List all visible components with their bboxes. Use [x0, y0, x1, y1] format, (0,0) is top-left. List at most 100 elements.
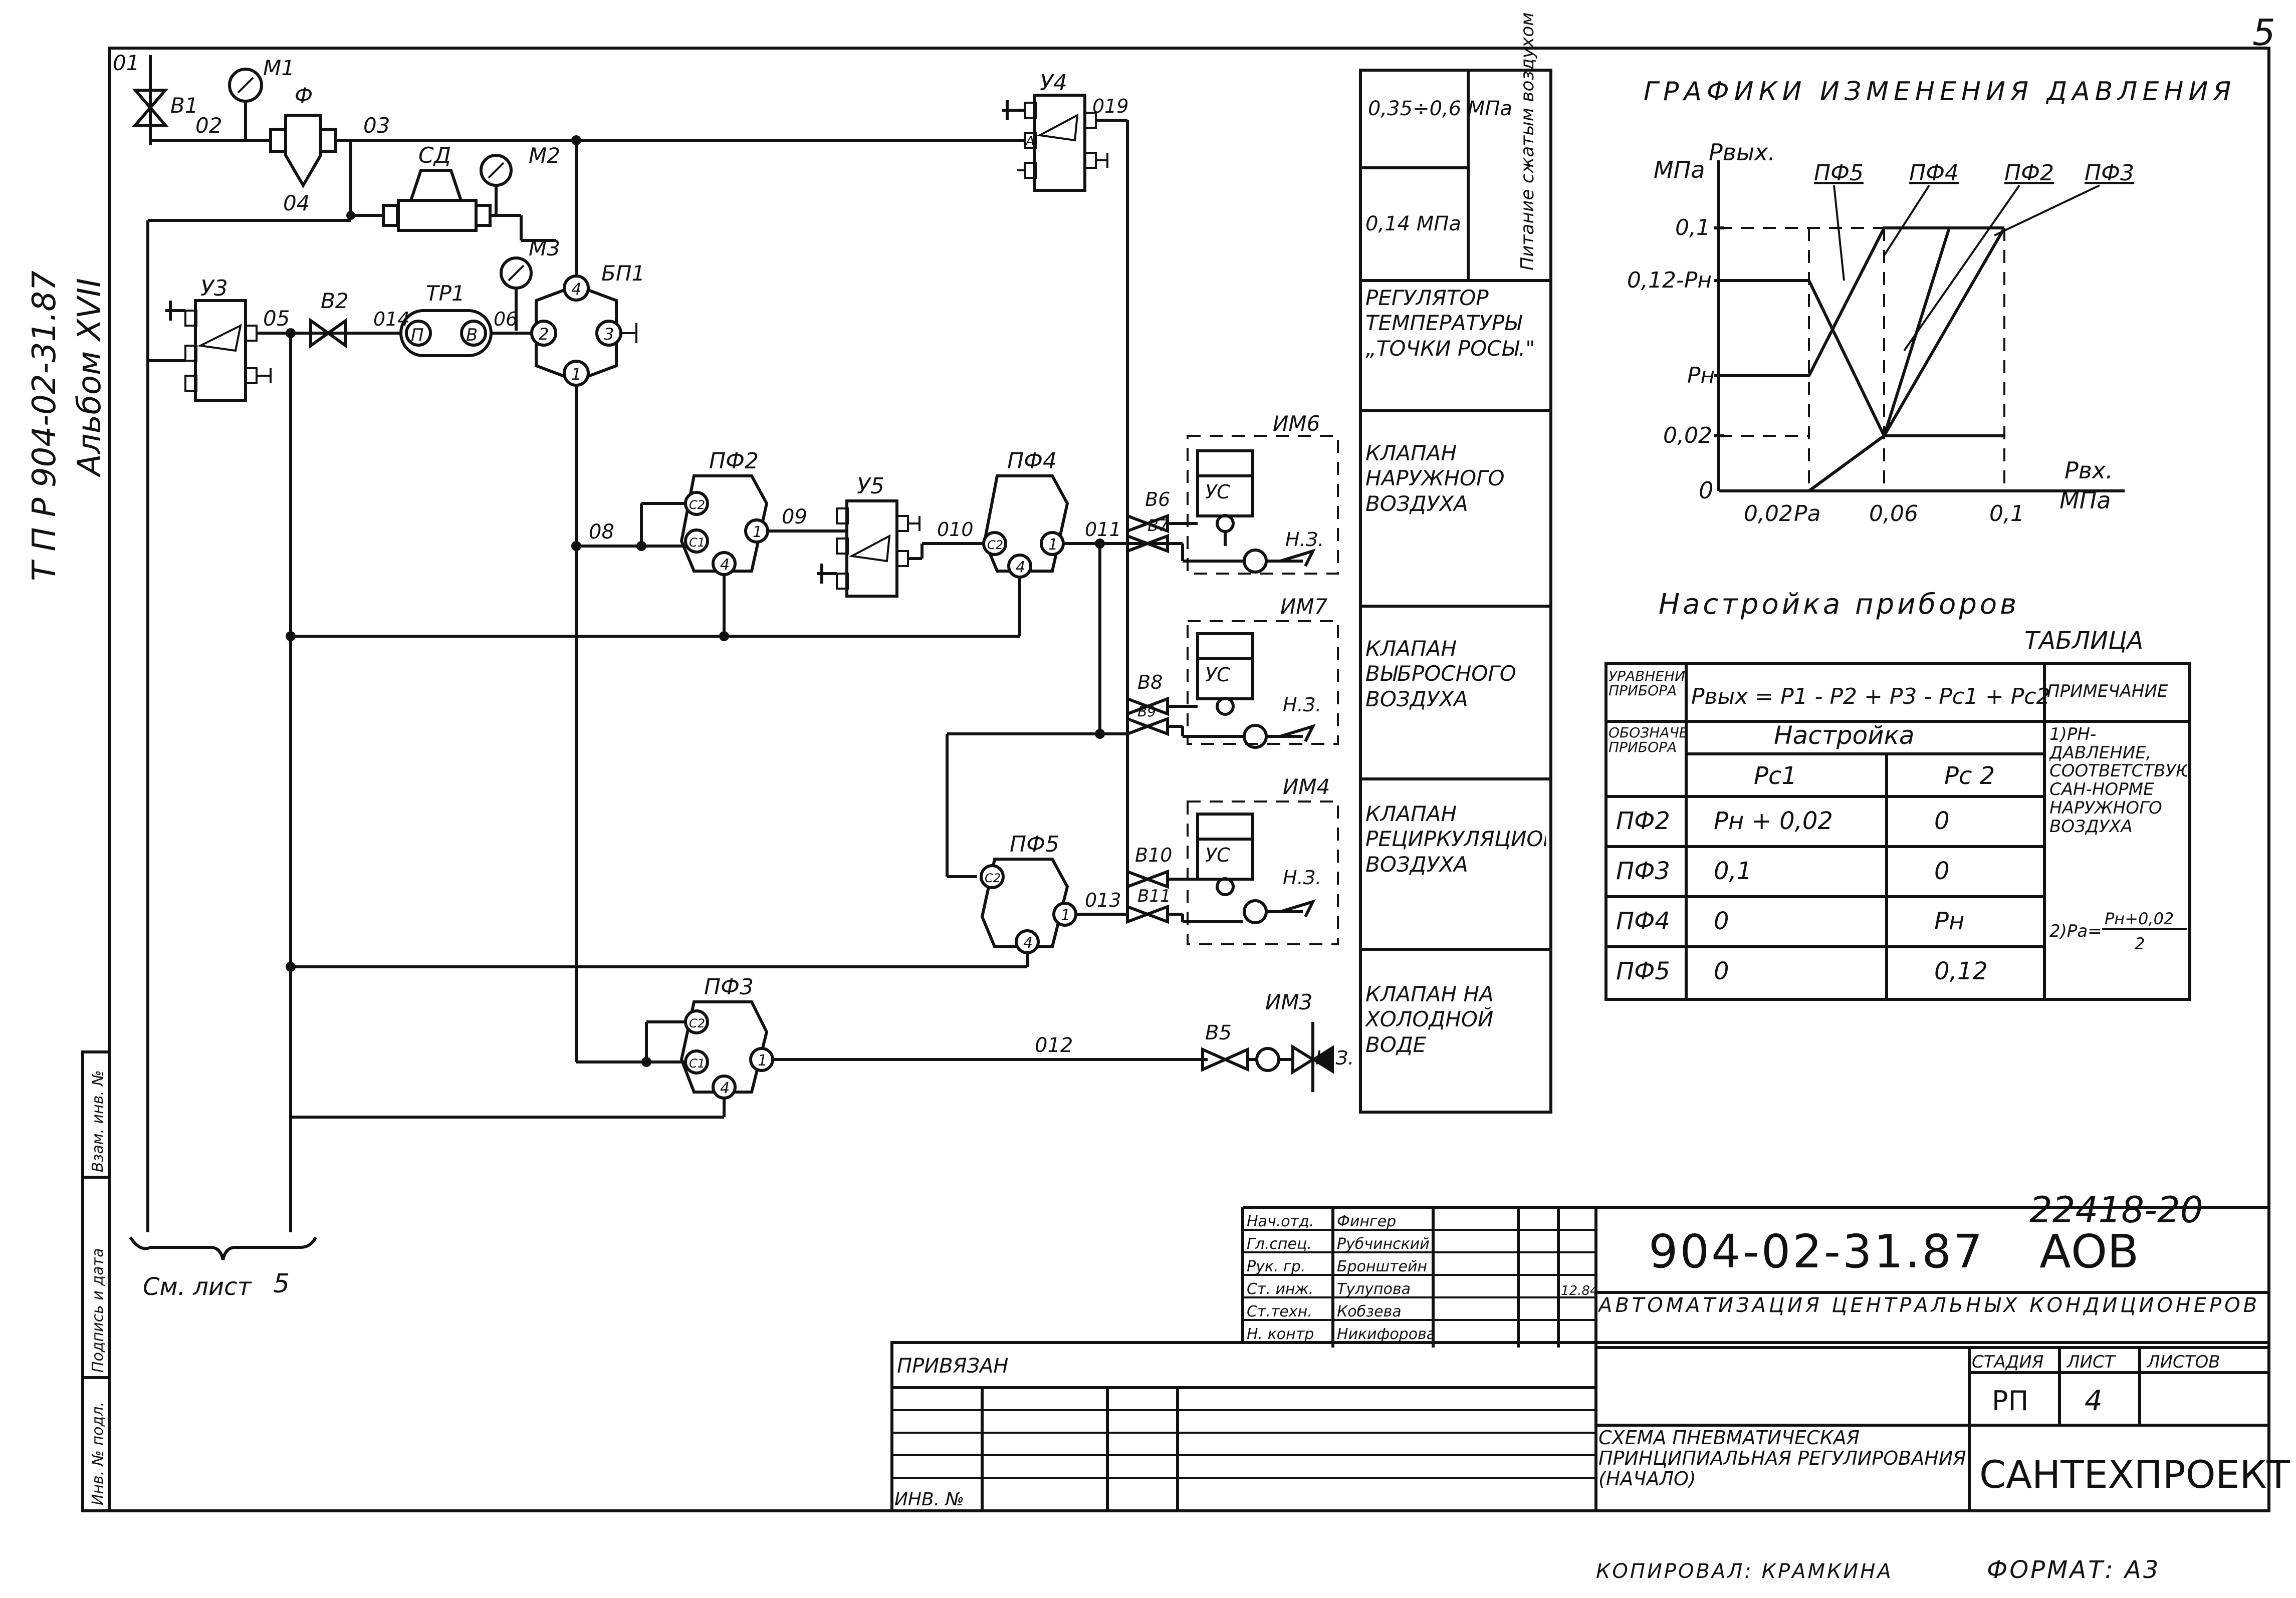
pf2-port1: 1: [753, 523, 762, 541]
tb-org: САНТЕХПРОЕКТ: [1979, 1452, 2290, 1497]
line-09-label: 09: [782, 505, 807, 528]
title-block: 22418-20 Нач.отд.ФингерГл.спец.Рубчински…: [890, 1189, 2290, 1512]
bus-brace: [129, 1236, 317, 1260]
table-row-pc1-1: 0,1: [1714, 857, 1752, 885]
line-03-label: 03: [363, 113, 390, 138]
tb-stage: РП: [1992, 1385, 2028, 1417]
tb-sheets-header: Листов: [2146, 1352, 2220, 1372]
stamp-line1: Т П Р 904-02-31.87: [26, 271, 63, 581]
relay-pf3-icon: [679, 1000, 769, 1094]
im4-label: ИМ4: [1283, 774, 1330, 799]
im4-nz-label: Н.З.: [1283, 867, 1321, 889]
graph-leader-0: [1833, 185, 1845, 281]
stamp-line2: Альбом XVII: [71, 278, 108, 478]
graph-y-tick-3: 0,02: [1663, 423, 1712, 448]
legend-row-recirc: Клапан рециркуляционного воздуха: [1365, 802, 1546, 877]
tb-role-1: Гл.спец.: [1247, 1235, 1312, 1253]
bp1-port3: 3: [604, 325, 614, 344]
b5-label: В5: [1205, 1021, 1232, 1044]
pf2-port4: 4: [720, 556, 730, 574]
im6-us-label: УС: [1205, 481, 1230, 503]
graph-series-2: [1719, 226, 2004, 377]
table-row-device-2: ПФ4: [1616, 907, 1670, 935]
table-row-pc1-0: Рн + 0,02: [1714, 807, 1833, 835]
tb-role-4: Ст.техн.: [1247, 1303, 1312, 1320]
pf3-port-c2: С2: [689, 1016, 705, 1030]
tb-role-2: Рук. гр.: [1247, 1258, 1305, 1275]
valve-b10-icon: [1126, 869, 1169, 889]
th-pc2: Рс 2: [1944, 762, 1995, 790]
y4-label: У4: [1040, 70, 1067, 96]
line-012-label: 012: [1035, 1034, 1073, 1057]
im4-us-label: УС: [1205, 844, 1230, 866]
im3-nz-label: Н.З.: [1315, 1047, 1354, 1069]
pf5-label: ПФ5: [1010, 832, 1059, 857]
b2-label: В2: [321, 289, 349, 313]
equation: Рвых = Р1 - Р2 + Р3 - Рс1 + Рс2: [1691, 684, 2050, 709]
valve-b9-icon: [1126, 716, 1169, 736]
line-08-label: 08: [589, 520, 614, 544]
line-010-label: 010: [937, 518, 974, 541]
graph-series-label-1: ПФ4: [1909, 160, 1959, 186]
tb-suffix: АОВ: [2039, 1225, 2139, 1278]
relay-pf2-icon: [679, 474, 769, 573]
tb-date: 12.84: [1561, 1283, 1598, 1298]
stabilizer-sd-icon: [397, 169, 478, 232]
tb-code: 904-02-31.87: [1649, 1225, 1984, 1278]
v1-label: В1: [170, 93, 198, 118]
pf4-port-c2: С2: [987, 538, 1003, 552]
line-05-label: 05: [263, 306, 290, 331]
th-note: Примечание: [2047, 681, 2168, 701]
im3-label: ИМ3: [1265, 990, 1312, 1014]
table-row-device-1: ПФ3: [1616, 857, 1670, 885]
tb-attached: Привязан: [897, 1355, 1008, 1378]
graph-x-tick-0: 0: [1699, 477, 1713, 504]
tp1-port-p: П: [411, 325, 424, 345]
th-setting: Настройка: [1774, 721, 1915, 750]
tb-role-0: Нач.отд.: [1247, 1213, 1314, 1230]
legend-row-exhaust: Клапан выбросного воздуха: [1365, 636, 1516, 711]
m1-label: М1: [263, 56, 295, 80]
footer-format: Формат: А3: [1987, 1556, 2160, 1584]
graph-leader-3: [1994, 184, 2100, 236]
y4-port-a: А: [1025, 134, 1035, 149]
b10-label: В10: [1135, 844, 1172, 866]
valve-b2-icon: [309, 318, 347, 349]
line-011-label: 011: [1085, 518, 1121, 541]
note2-den: 2: [2135, 934, 2145, 953]
table-row-device-3: ПФ5: [1616, 957, 1670, 985]
m2-label: М2: [529, 143, 560, 168]
actuator-im4-frame: [1187, 801, 1339, 945]
im6-nz-label: Н.З.: [1285, 528, 1324, 551]
graph-leader-1: [1883, 184, 1930, 256]
b11-label: В11: [1137, 886, 1171, 906]
sd-label: СД: [418, 143, 451, 168]
graph-series-0: [1719, 279, 2004, 437]
table-row-pc2-0: 0: [1934, 807, 1950, 835]
tb-name-4: Кобзева: [1337, 1303, 1402, 1320]
tb-role-5: Н. контр: [1247, 1325, 1314, 1343]
pf3-port-c1: С1: [689, 1056, 705, 1071]
tb-sheet: 4: [2085, 1385, 2103, 1417]
tb-sheet-title: Схема пневматическая принципиальная регу…: [1598, 1428, 1966, 1490]
m3-label: М3: [529, 236, 560, 260]
tb-name-2: Бронштейн: [1337, 1258, 1427, 1275]
y3-label: У3: [200, 276, 228, 301]
graph-x-tick-1: 0,02: [1744, 501, 1793, 526]
table-row-pc2-3: 0,12: [1934, 957, 1988, 985]
line-06-label: 06: [494, 308, 518, 330]
table-row-device-0: ПФ2: [1616, 807, 1670, 835]
line-04-label: 04: [283, 191, 310, 215]
pf4-port1: 1: [1048, 536, 1058, 554]
graph-series-label-2: ПФ2: [2004, 160, 2054, 186]
stamp-inv-orig: Инв. № подл.: [89, 1402, 107, 1505]
legend-column: 0,35÷0,6 МПа 0,14 МПа Питание сжатым воз…: [1359, 13, 1552, 1114]
b9-label: В9: [1137, 703, 1156, 720]
actuator-im6-frame: [1187, 435, 1339, 575]
graph-series-3: [1808, 227, 2006, 492]
tb-role-3: Ст. инж.: [1247, 1280, 1313, 1298]
note2-prefix: 2)Ра=: [2049, 921, 2102, 941]
pressure-graph: Графики изменения давления МПа Рвых. 0 0…: [1627, 77, 2231, 526]
tb-inv-no: Инв. №: [894, 1489, 964, 1510]
